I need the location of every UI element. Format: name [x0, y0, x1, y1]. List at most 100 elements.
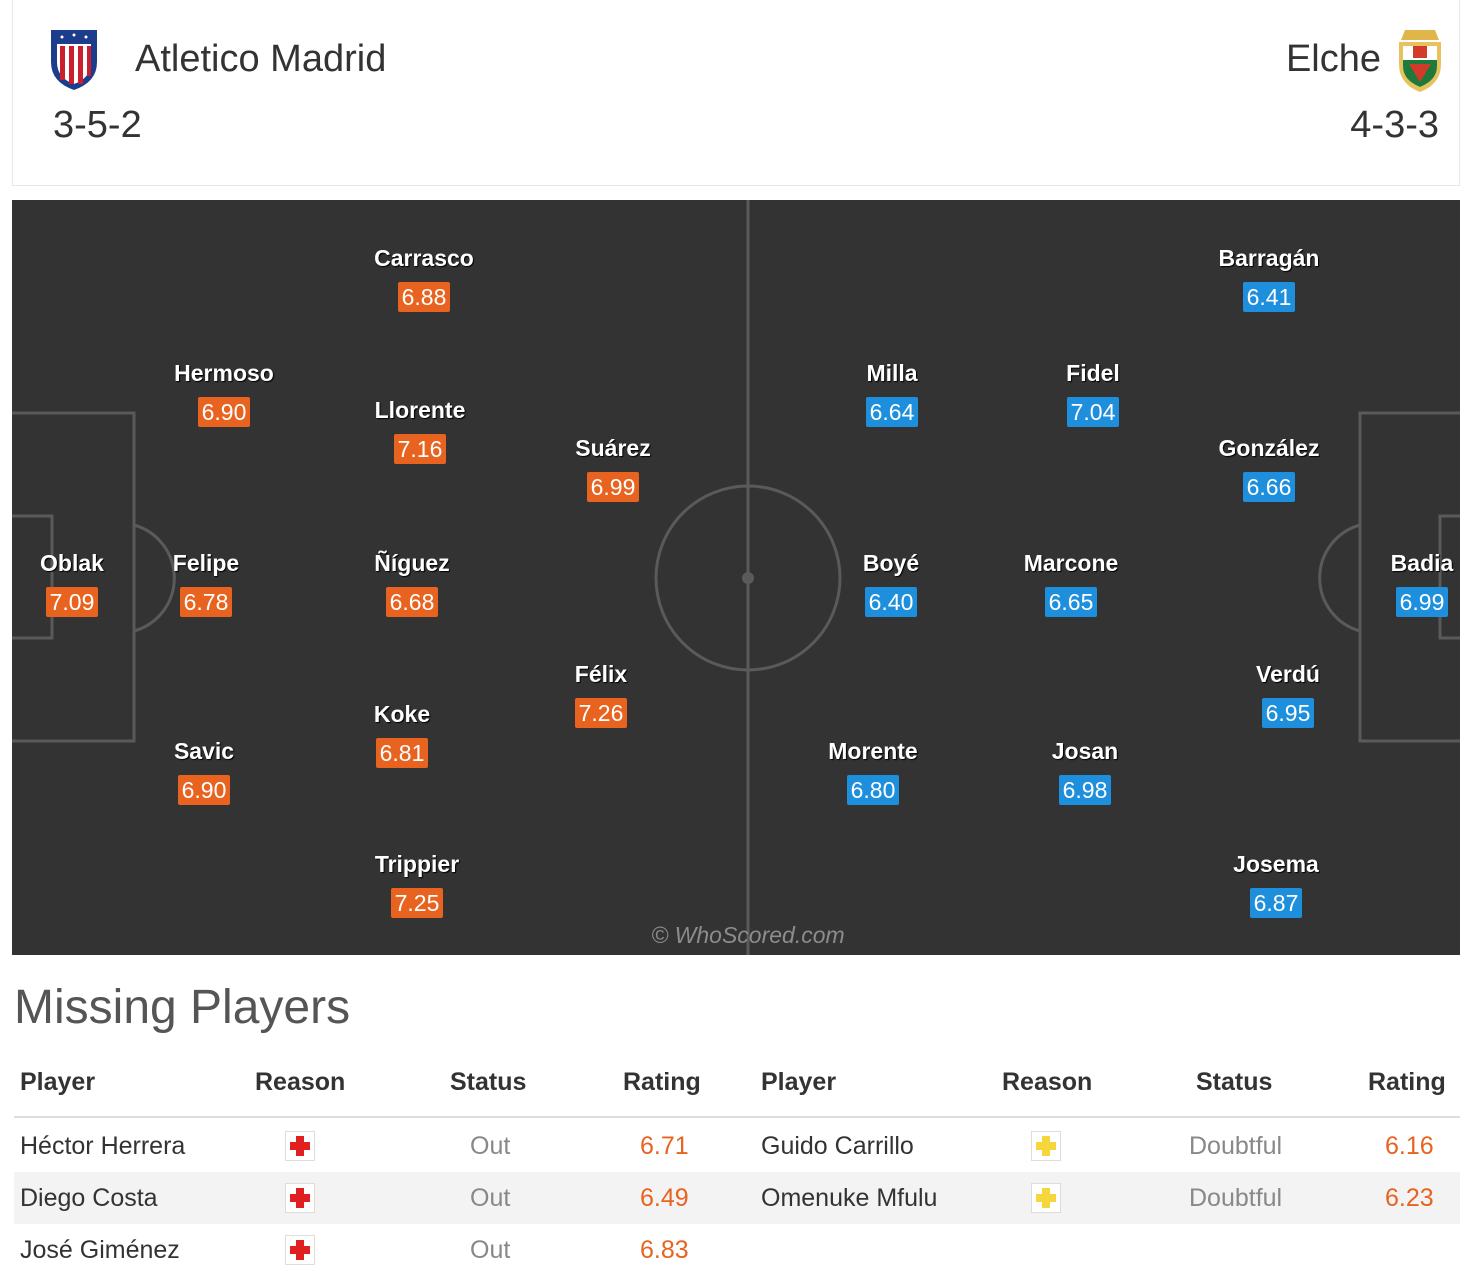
player-name[interactable]: Ñíguez [374, 550, 450, 576]
away-player[interactable]: Josema 6.87 [1196, 851, 1356, 918]
player-name[interactable]: Verdú [1256, 661, 1320, 687]
player-name[interactable]: Morente [828, 738, 918, 764]
player-name[interactable]: Trippier [374, 851, 460, 877]
column-header-status[interactable]: Status [1196, 1068, 1273, 1096]
player-rating: 7.09 [45, 587, 99, 617]
column-header-player[interactable]: Player [20, 1068, 96, 1096]
home-player[interactable]: Koke 6.81 [322, 701, 482, 768]
column-header-reason[interactable]: Reason [1002, 1068, 1093, 1096]
status-text: Out [470, 1236, 511, 1264]
player-rating: 6.68 [385, 587, 439, 617]
column-header-status[interactable]: Status [450, 1068, 527, 1096]
match-header: Atletico Madrid 3-5-2 Elche 4-3-3 [12, 0, 1460, 186]
column-header-rating[interactable]: Rating [623, 1068, 701, 1096]
player-name[interactable]: Boyé [862, 550, 920, 576]
status-text: Doubtful [1189, 1184, 1283, 1212]
away-player[interactable]: Boyé 6.40 [811, 550, 971, 617]
table-header: Player Reason Status Rating Player Reaso… [14, 1058, 1460, 1118]
away-team-name[interactable]: Elche [1285, 38, 1381, 80]
injury-icon [285, 1235, 315, 1265]
rating-value: 6.16 [1385, 1132, 1434, 1160]
player-name[interactable]: Fidel [1066, 360, 1120, 386]
away-player[interactable]: Fidel 7.04 [1013, 360, 1173, 427]
player-rating: 6.99 [586, 472, 640, 502]
away-player[interactable]: González 6.66 [1189, 435, 1349, 502]
home-player[interactable]: Savic 6.90 [124, 738, 284, 805]
away-player[interactable]: Morente 6.80 [793, 738, 953, 805]
player-name[interactable]: Félix [574, 661, 628, 687]
player-name[interactable]: Felipe [172, 550, 240, 576]
home-team-name[interactable]: Atletico Madrid [135, 38, 387, 80]
player-rating: 6.81 [375, 738, 429, 768]
player-name[interactable]: Barragán [1218, 245, 1320, 271]
pitch-lines [12, 200, 1460, 955]
doubtful-icon [1031, 1131, 1061, 1161]
lineup-pitch: Oblak 7.09 Hermoso 6.90 Felipe 6.78 Savi… [12, 200, 1460, 955]
player-rating: 7.16 [393, 434, 447, 464]
player-rating: 6.64 [865, 397, 919, 427]
home-player[interactable]: Oblak 7.09 [12, 550, 152, 617]
rating-value: 6.23 [1385, 1184, 1434, 1212]
home-player[interactable]: Trippier 7.25 [337, 851, 497, 918]
player-name[interactable]: Diego Costa [20, 1184, 158, 1212]
player-name[interactable]: Marcone [1023, 550, 1119, 576]
elche-crest-icon[interactable] [1391, 26, 1449, 94]
home-player[interactable]: Suárez 6.99 [533, 435, 693, 502]
player-name[interactable]: Josema [1233, 851, 1319, 877]
player-name[interactable]: Suárez [575, 435, 651, 461]
away-player[interactable]: Badia 6.99 [1342, 550, 1460, 617]
player-rating: 6.78 [179, 587, 233, 617]
player-rating: 6.40 [864, 587, 918, 617]
column-header-reason[interactable]: Reason [255, 1068, 346, 1096]
player-name[interactable]: Oblak [40, 550, 104, 576]
status-text: Out [470, 1132, 511, 1160]
player-rating: 6.80 [846, 775, 900, 805]
home-player[interactable]: Hermoso 6.90 [144, 360, 304, 427]
player-rating: 6.87 [1249, 888, 1303, 918]
missing-players-title: Missing Players [14, 981, 351, 1034]
column-header-player[interactable]: Player [761, 1068, 837, 1096]
home-player[interactable]: Félix 7.26 [521, 661, 681, 728]
away-player[interactable]: Josan 6.98 [1005, 738, 1165, 805]
injury-icon [285, 1131, 315, 1161]
home-player[interactable]: Ñíguez 6.68 [332, 550, 492, 617]
player-name[interactable]: José Giménez [20, 1236, 180, 1264]
player-name[interactable]: Hermoso [174, 360, 274, 386]
table-row: Héctor Herrera Out 6.71 Guido Carrillo D… [14, 1120, 1460, 1172]
atletico-crest-icon[interactable] [47, 26, 101, 92]
player-name[interactable]: González [1218, 435, 1320, 461]
player-name[interactable]: Milla [866, 360, 918, 386]
home-player[interactable]: Llorente 7.16 [340, 397, 500, 464]
rating-value: 6.83 [640, 1236, 689, 1264]
player-name[interactable]: Héctor Herrera [20, 1132, 186, 1160]
home-player[interactable]: Felipe 6.78 [126, 550, 286, 617]
away-player[interactable]: Barragán 6.41 [1189, 245, 1349, 312]
player-name[interactable]: Llorente [374, 397, 466, 423]
away-player[interactable]: Marcone 6.65 [991, 550, 1151, 617]
rating-value: 6.71 [640, 1132, 689, 1160]
player-name[interactable]: Josan [1051, 738, 1119, 764]
player-name[interactable]: Carrasco [374, 245, 474, 271]
away-formation: 4-3-3 [1350, 104, 1439, 146]
player-rating: 7.04 [1066, 397, 1120, 427]
player-name[interactable]: Guido Carrillo [761, 1132, 914, 1160]
injury-icon [285, 1183, 315, 1213]
player-rating: 6.90 [177, 775, 231, 805]
status-text: Doubtful [1189, 1132, 1283, 1160]
home-formation: 3-5-2 [53, 104, 142, 146]
status-text: Out [470, 1184, 511, 1212]
player-name[interactable]: Savic [173, 738, 235, 764]
table-row: Diego Costa Out 6.49 Omenuke Mfulu Doubt… [14, 1172, 1460, 1224]
player-name[interactable]: Badia [1390, 550, 1454, 576]
doubtful-icon [1031, 1183, 1061, 1213]
player-name[interactable]: Koke [373, 701, 431, 727]
home-player[interactable]: Carrasco 6.88 [344, 245, 504, 312]
away-player[interactable]: Milla 6.64 [812, 360, 972, 427]
column-header-rating[interactable]: Rating [1368, 1068, 1446, 1096]
player-rating: 6.90 [197, 397, 251, 427]
away-player[interactable]: Verdú 6.95 [1208, 661, 1368, 728]
watermark: © WhoScored.com [651, 922, 845, 948]
player-rating: 6.65 [1044, 587, 1098, 617]
player-name[interactable]: Omenuke Mfulu [761, 1184, 938, 1212]
player-rating: 6.41 [1242, 282, 1296, 312]
